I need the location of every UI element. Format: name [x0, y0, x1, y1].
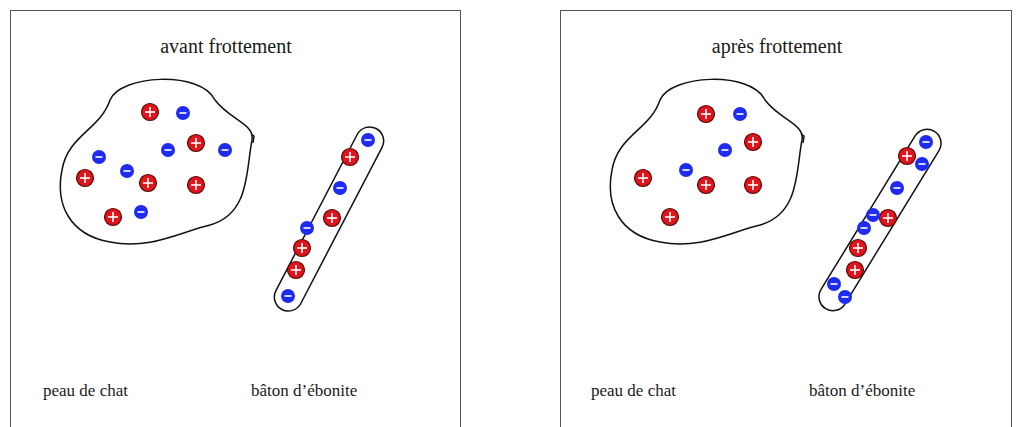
object-label: bâton d’ébonite [251, 381, 357, 401]
charges-before [77, 104, 376, 304]
panel-title: après frottement [712, 35, 843, 58]
ebonite-rod [269, 122, 388, 316]
cat-skin-outline [610, 79, 802, 244]
ebonite-rod [814, 124, 947, 316]
object-label: peau de chat [43, 381, 128, 401]
panel-title: avant frottement [160, 35, 292, 58]
cat-skin-outline [60, 79, 252, 244]
object-label: peau de chat [591, 381, 676, 401]
panel-frame: après frottement peau de chat bâton d’ébon… [560, 10, 1012, 427]
charges-after [635, 106, 934, 305]
panel-frame: avant frottement peau de chat bâton d’ébon… [10, 10, 461, 427]
object-label: bâton d’ébonite [809, 381, 915, 401]
